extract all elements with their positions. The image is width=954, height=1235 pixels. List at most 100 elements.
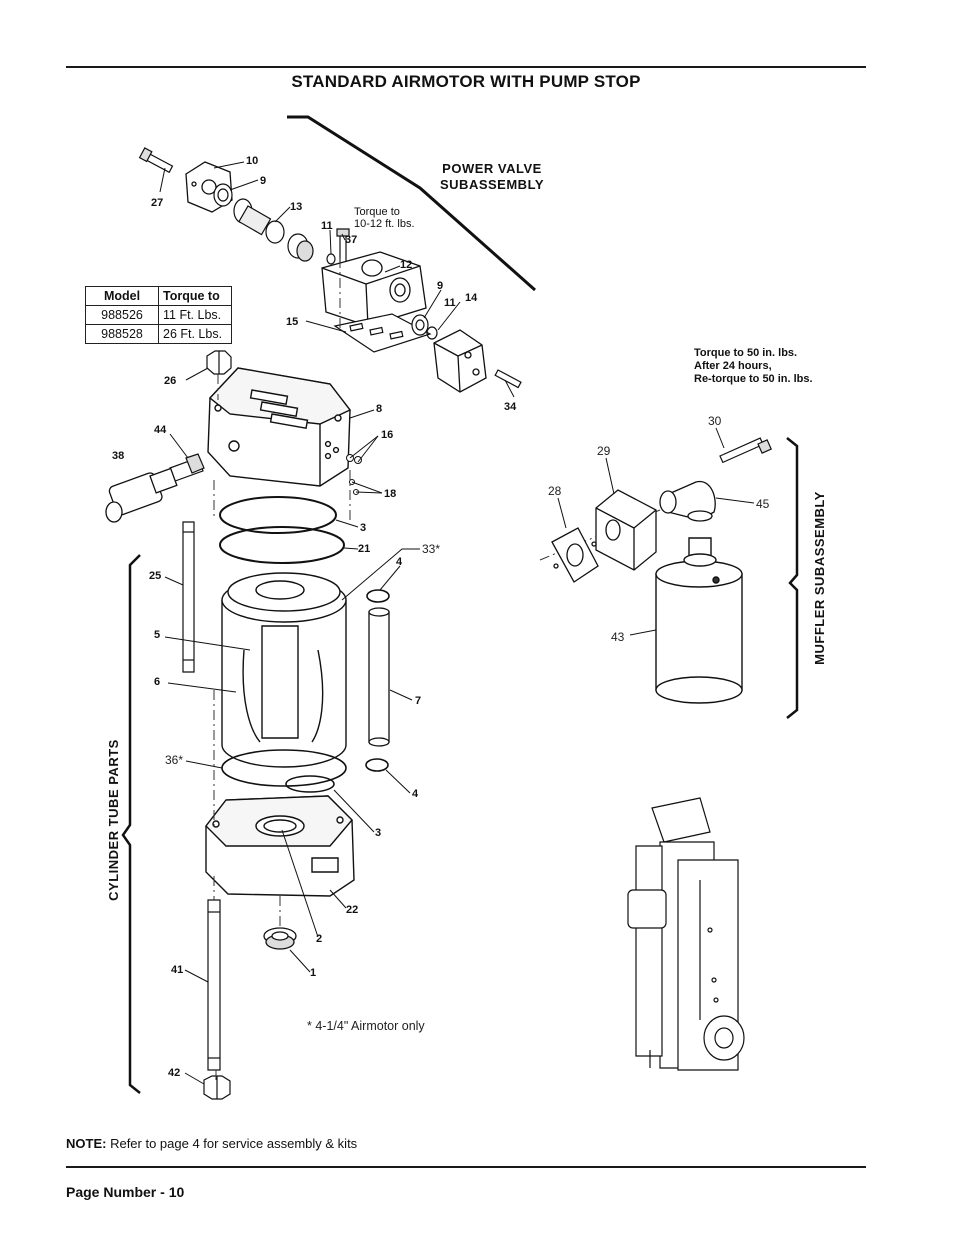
oring-3b	[286, 776, 334, 792]
callout-25: 25	[149, 570, 161, 582]
nut-26	[207, 351, 231, 374]
callout-8: 8	[376, 403, 382, 415]
callout-37: 37	[345, 234, 357, 246]
screw-27	[140, 148, 173, 172]
block-29	[596, 490, 656, 570]
torque-table-torque-cell: 11 Ft. Lbs.	[158, 305, 232, 325]
callout-44: 44	[154, 424, 167, 436]
callout-14: 14	[465, 292, 478, 304]
callout-4a: 4	[396, 556, 403, 568]
service-note: NOTE: Refer to page 4 for service assemb…	[66, 1136, 357, 1151]
cap-14	[434, 330, 486, 392]
callout-3b: 3	[375, 827, 381, 839]
callout-10: 10	[246, 155, 258, 167]
callout-12: 12	[400, 259, 412, 271]
muffler-label: MUFFLER SUBASSEMBLY	[812, 491, 827, 665]
torque-table-model-cell: 988528	[85, 324, 159, 344]
callout-labels: 27 10 9 13 11 37 12 9 11 14 15 34 26 8 1…	[112, 155, 770, 1079]
torque-table-row: 988526 11 Ft. Lbs.	[85, 305, 232, 325]
elbow-45	[660, 482, 715, 521]
torque-table-header-torque: Torque to	[158, 286, 232, 306]
torque-table-torque-cell: 26 Ft. Lbs.	[158, 324, 232, 344]
top-rule	[66, 66, 866, 68]
callout-9b: 9	[437, 280, 443, 292]
bottom-rule	[66, 1166, 866, 1168]
torque-table-row: 988528 26 Ft. Lbs.	[85, 324, 232, 344]
torque-table-header-model: Model	[85, 286, 159, 306]
callout-21: 21	[358, 543, 370, 555]
valve-body-12	[322, 252, 426, 326]
torque-note-small-2: 10-12 ft. lbs.	[354, 218, 415, 230]
gasket-15	[335, 314, 430, 352]
callout-34: 34	[504, 401, 517, 413]
torque-table: Model Torque to 988526 11 Ft. Lbs. 98852…	[85, 286, 232, 344]
assembled-unit-illustration	[628, 798, 744, 1070]
muffler-bracket	[787, 438, 797, 718]
callout-16: 16	[381, 429, 393, 441]
callout-41: 41	[171, 964, 183, 976]
seal-21	[220, 527, 344, 563]
callout-29: 29	[597, 444, 611, 458]
oring-4b	[366, 759, 388, 771]
torque-note-50-1: Torque to 50 in. lbs.	[694, 347, 797, 359]
muffler-43	[656, 538, 742, 703]
cylinder-bracket	[123, 555, 140, 1093]
nut-42	[204, 1076, 230, 1099]
oring-4a	[367, 590, 389, 602]
page-number: Page Number - 10	[66, 1184, 185, 1200]
callout-43: 43	[611, 630, 625, 644]
callout-27: 27	[151, 197, 163, 209]
callout-26: 26	[164, 375, 176, 387]
tie-rod-41	[208, 900, 220, 1070]
callout-4b: 4	[412, 788, 419, 800]
tube-7	[369, 608, 389, 746]
callout-30: 30	[708, 414, 722, 428]
callout-36: 36*	[165, 753, 183, 767]
callout-18: 18	[384, 488, 396, 500]
power-valve-label-1: POWER VALVE	[442, 161, 542, 176]
callout-7: 7	[415, 695, 421, 707]
torque-note-50-2: After 24 hours,	[694, 360, 772, 372]
tie-rod-25	[183, 522, 194, 672]
airmotor-housing-8	[208, 368, 350, 486]
callout-3a: 3	[360, 522, 366, 534]
torque-table-model-cell: 988526	[85, 305, 159, 325]
callout-1: 1	[310, 967, 316, 979]
note-label: NOTE:	[66, 1136, 107, 1151]
cylinder-label: CYLINDER TUBE PARTS	[106, 739, 121, 901]
callout-11b: 11	[444, 297, 456, 309]
page-title: STANDARD AIRMOTOR WITH PUMP STOP	[291, 72, 641, 91]
torque-note-50-3: Re-torque to 50 in. lbs.	[694, 373, 813, 385]
callout-38: 38	[112, 450, 124, 462]
callout-22: 22	[346, 904, 358, 916]
leader-lines	[160, 162, 754, 1084]
callout-6: 6	[154, 676, 160, 688]
quick-coupler-38	[106, 468, 177, 522]
callout-42: 42	[168, 1067, 180, 1079]
torque-table-header-row: Model Torque to	[85, 286, 232, 306]
note-text: Refer to page 4 for service assembly & k…	[110, 1136, 358, 1151]
callout-28: 28	[548, 484, 562, 498]
bottom-housing-22	[206, 796, 354, 896]
callout-9a: 9	[260, 175, 266, 187]
piston-cylinder-6	[222, 573, 346, 767]
seal-9a	[214, 184, 232, 206]
seal-2-bushing-1	[264, 928, 296, 949]
oring-11a	[327, 254, 335, 264]
callout-5: 5	[154, 629, 160, 641]
callout-45: 45	[756, 497, 770, 511]
torque-note-small-1: Torque to	[354, 206, 400, 218]
callout-15: 15	[286, 316, 298, 328]
screw-34	[495, 370, 521, 388]
seal-9b-oring-11b	[412, 315, 437, 339]
oring-3a	[220, 497, 336, 533]
power-valve-bracket	[287, 117, 535, 290]
callout-13: 13	[290, 201, 302, 213]
screw-30	[720, 438, 771, 462]
power-valve-label-2: SUBASSEMBLY	[440, 177, 544, 192]
gasket-28	[552, 528, 598, 582]
spool-13	[234, 199, 313, 261]
airmotor-footnote: * 4-1/4" Airmotor only	[307, 1019, 425, 1033]
callout-11a: 11	[321, 220, 333, 232]
